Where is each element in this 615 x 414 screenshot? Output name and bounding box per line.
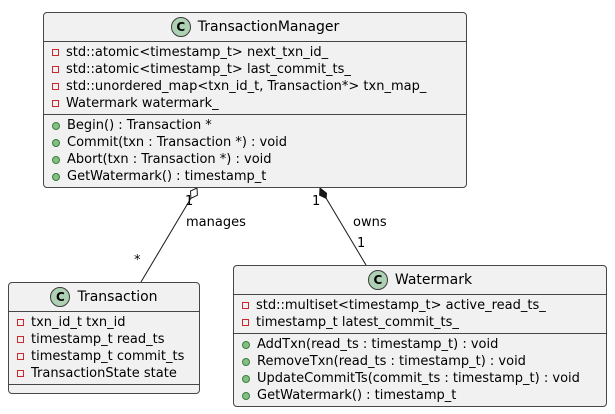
class-badge-icon: C	[367, 270, 388, 290]
class-title: C Transaction	[9, 283, 199, 311]
fields-compartment: std::multiset<timestamp_t> active_read_t…	[234, 294, 606, 333]
field-row: timestamp_t commit_ts	[9, 348, 199, 365]
method-row: AddTxn(read_ts : timestamp_t) : void	[234, 336, 606, 353]
public-visibility-icon	[52, 121, 60, 130]
private-visibility-icon	[17, 370, 24, 377]
fields-compartment: std::atomic<timestamp_t> next_txn_id_ st…	[44, 41, 466, 114]
private-visibility-icon	[52, 100, 59, 107]
method-row: RemoveTxn(read_ts : timestamp_t) : void	[234, 353, 606, 370]
method-row: GetWatermark() : timestamp_t	[234, 387, 606, 404]
class-box-transaction: C Transaction txn_id_t txn_id timestamp_…	[8, 282, 200, 394]
public-visibility-icon	[52, 155, 60, 164]
class-name: Transaction	[77, 289, 158, 305]
methods-compartment: AddTxn(read_ts : timestamp_t) : void Rem…	[234, 333, 606, 406]
private-visibility-icon	[17, 336, 24, 343]
field-row: std::multiset<timestamp_t> active_read_t…	[234, 297, 606, 314]
class-name: Watermark	[394, 272, 473, 288]
method-row: Begin() : Transaction *	[44, 117, 466, 134]
field-row: std::atomic<timestamp_t> next_txn_id_	[44, 44, 466, 61]
class-box-transaction-manager: C TransactionManager std::atomic<timesta…	[43, 12, 467, 188]
composition-diamond-icon	[319, 187, 328, 200]
private-visibility-icon	[242, 302, 249, 309]
class-box-watermark: C Watermark std::multiset<timestamp_t> a…	[233, 265, 607, 407]
public-visibility-icon	[242, 340, 250, 349]
private-visibility-icon	[17, 353, 24, 360]
class-badge-icon: C	[170, 17, 191, 37]
method-row: GetWatermark() : timestamp_t	[44, 168, 466, 185]
private-visibility-icon	[52, 66, 59, 73]
field-row: std::unordered_map<txn_id_t, Transaction…	[44, 78, 466, 95]
field-row: TransactionState state	[9, 365, 199, 382]
public-visibility-icon	[52, 172, 60, 181]
methods-compartment-empty	[9, 384, 199, 393]
public-visibility-icon	[242, 374, 250, 383]
method-row: Commit(txn : Transaction *) : void	[44, 134, 466, 151]
multiplicity-owns-target: 1	[357, 236, 366, 251]
multiplicity-owns-source: 1	[312, 194, 321, 209]
public-visibility-icon	[52, 138, 60, 147]
class-title: C Watermark	[234, 266, 606, 294]
field-row: txn_id_t txn_id	[9, 314, 199, 331]
methods-compartment: Begin() : Transaction * Commit(txn : Tra…	[44, 114, 466, 187]
method-row: Abort(txn : Transaction *) : void	[44, 151, 466, 168]
edge-label-owns: owns	[353, 215, 387, 230]
private-visibility-icon	[242, 319, 249, 326]
method-row: UpdateCommitTs(commit_ts : timestamp_t) …	[234, 370, 606, 387]
edge-label-manages: manages	[186, 215, 246, 230]
public-visibility-icon	[242, 391, 250, 400]
private-visibility-icon	[17, 319, 24, 326]
field-row: std::atomic<timestamp_t> last_commit_ts_	[44, 61, 466, 78]
private-visibility-icon	[52, 49, 59, 56]
class-name: TransactionManager	[197, 19, 340, 35]
multiplicity-manages-target: *	[134, 253, 141, 268]
class-title: C TransactionManager	[44, 13, 466, 41]
field-row: timestamp_t read_ts	[9, 331, 199, 348]
public-visibility-icon	[242, 357, 250, 366]
class-badge-icon: C	[50, 287, 71, 307]
field-row: Watermark watermark_	[44, 95, 466, 112]
fields-compartment: txn_id_t txn_id timestamp_t read_ts time…	[9, 311, 199, 384]
multiplicity-manages-source: 1	[185, 194, 194, 209]
field-row: timestamp_t latest_commit_ts_	[234, 314, 606, 331]
private-visibility-icon	[52, 83, 59, 90]
